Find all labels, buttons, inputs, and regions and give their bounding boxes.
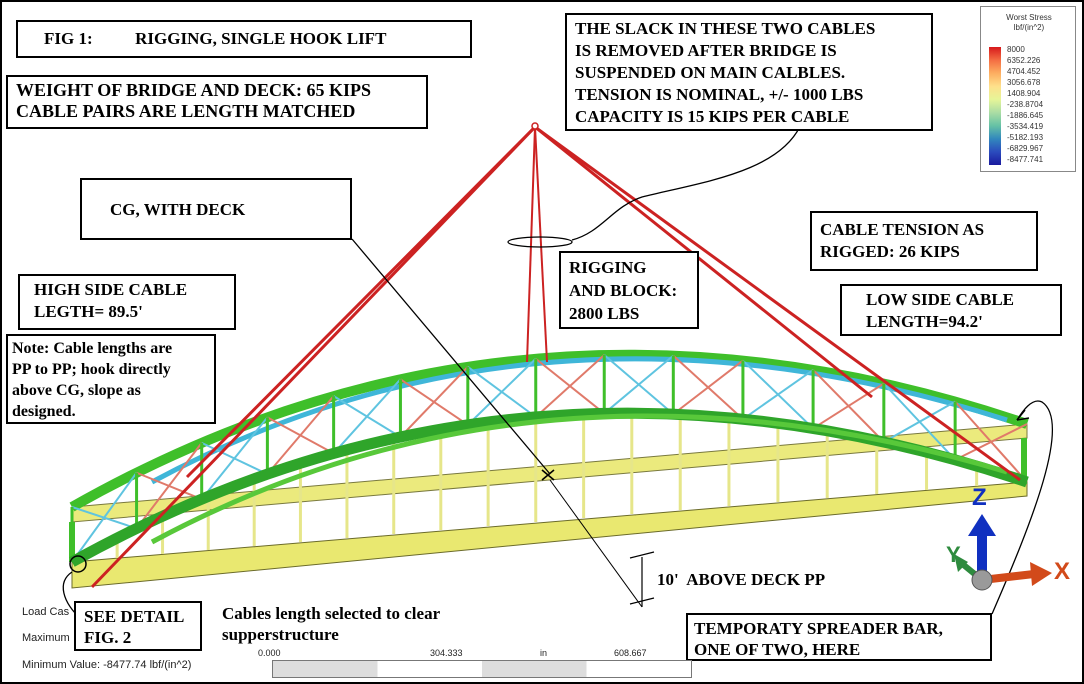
legend-value: 6352.226 bbox=[1007, 56, 1041, 65]
truss-front-arch bbox=[69, 407, 1029, 567]
slack-note-box: THE SLACK IN THESE TWO CABLES IS REMOVED… bbox=[565, 13, 933, 131]
weight-note-box: WEIGHT OF BRIDGE AND DECK: 65 KIPS CABLE… bbox=[6, 75, 428, 129]
legend-value: 1408.904 bbox=[1007, 89, 1041, 98]
truss-brace bbox=[200, 416, 269, 500]
legend-unit: lbf/(in^2) bbox=[1013, 23, 1045, 32]
high-side-cable-box: HIGH SIDE CABLE LEGTH= 89.5' bbox=[18, 274, 236, 330]
low-side-cable-box: LOW SIDE CABLE LENGTH=94.2' bbox=[840, 284, 1062, 336]
truss-brace bbox=[603, 354, 674, 415]
legend-value: -8477.741 bbox=[1007, 155, 1044, 164]
axis-x-label: X bbox=[1054, 558, 1071, 585]
legend-value: 8000 bbox=[1007, 45, 1025, 54]
minimum-value-label: Minimum Value: -8477.74 lbf/(in^2) bbox=[22, 659, 192, 671]
above-deck-label: 10' ABOVE DECK PP bbox=[657, 570, 826, 589]
cable-tension-box: CABLE TENSION AS RIGGED: 26 KIPS bbox=[810, 211, 1038, 271]
legend-value: -6829.967 bbox=[1007, 144, 1044, 153]
truss-brace bbox=[266, 395, 335, 475]
annotation-lines bbox=[62, 121, 1054, 621]
rigging-block-box: RIGGING AND BLOCK: 2800 LBS bbox=[559, 251, 699, 329]
truss-brace bbox=[332, 378, 402, 455]
legend-value: -238.8704 bbox=[1007, 100, 1044, 109]
legend-value: 4704.452 bbox=[1007, 67, 1041, 76]
legend-value: -1886.645 bbox=[1007, 111, 1044, 120]
slack-leader-line bbox=[571, 121, 803, 241]
spreader-bar-box: TEMPORATY SPREADER BAR, ONE OF TWO, HERE bbox=[686, 613, 992, 661]
load-case-label: Load Cas bbox=[22, 606, 70, 618]
detail-circle bbox=[69, 555, 87, 573]
cg-label-box: CG, WITH DECK bbox=[80, 178, 352, 240]
rigging-block-ellipse bbox=[507, 236, 573, 248]
legend-value: -5182.193 bbox=[1007, 133, 1044, 142]
scale-bar bbox=[272, 660, 692, 678]
truss-brace bbox=[467, 358, 537, 426]
fig-title-box: FIG 1: RIGGING, SINGLE HOOK LIFT bbox=[16, 20, 472, 58]
scale-tick-1: 304.333 bbox=[430, 648, 463, 658]
stress-legend: Worst Stress lbf/(in^2) 8000 6352.226 47… bbox=[980, 6, 1076, 172]
see-detail-box: SEE DETAIL FIG. 2 bbox=[74, 601, 202, 651]
cg-vertical-leader bbox=[549, 479, 643, 608]
truss-brace bbox=[71, 472, 138, 563]
truss-brace bbox=[883, 400, 956, 443]
axis-triad bbox=[954, 514, 1052, 591]
truss-brace bbox=[535, 354, 605, 418]
truss-brace bbox=[812, 382, 885, 430]
spreader-leader-line bbox=[991, 400, 1054, 615]
axis-z-label: Z bbox=[972, 484, 987, 511]
truss-brace bbox=[954, 423, 1028, 461]
cg-marker bbox=[541, 469, 555, 481]
cables-length-note: Cables length selected to clear supperst… bbox=[222, 604, 441, 644]
truss-brace bbox=[672, 359, 744, 415]
axis-y-label: Y bbox=[946, 542, 961, 567]
truss-brace bbox=[399, 366, 469, 438]
truss-cross-bracing bbox=[70, 354, 1028, 563]
truss-brace bbox=[135, 442, 203, 530]
legend-title: Worst Stress bbox=[1006, 13, 1052, 22]
legend-value: 3056.678 bbox=[1007, 78, 1041, 87]
truss-brace bbox=[742, 369, 814, 420]
scale-tick-2: 608.667 bbox=[614, 648, 647, 658]
scale-tick-unit: in bbox=[540, 648, 548, 658]
rigging-cables bbox=[90, 122, 1021, 589]
cg-leader-line bbox=[351, 238, 551, 475]
cable-length-note-box: Note: Cable lengths are PP to PP; hook d… bbox=[6, 334, 216, 424]
legend-color-bar bbox=[989, 47, 1001, 165]
legend-value: -3534.419 bbox=[1007, 122, 1044, 131]
maximum-value-label: Maximum bbox=[22, 632, 70, 644]
scale-tick-0: 0.000 bbox=[258, 648, 281, 658]
